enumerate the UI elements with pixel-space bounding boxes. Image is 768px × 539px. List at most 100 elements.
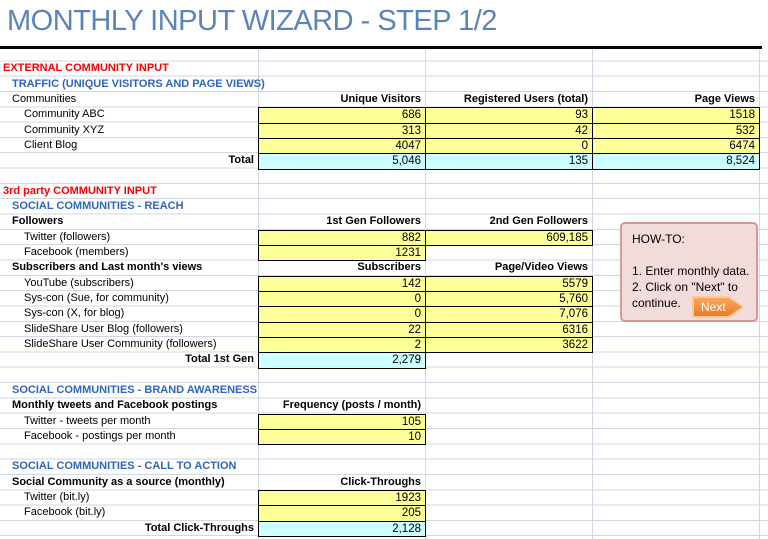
row-label: Client Blog	[24, 138, 78, 151]
input-cell-postings-per-month[interactable]: 10	[258, 428, 426, 446]
column-header-click-throughs: Click-Throughs	[340, 475, 421, 488]
group-label-followers: Followers	[12, 215, 64, 228]
input-cell-blog-unique-visitors[interactable]: 4047	[258, 137, 426, 155]
input-cell-syscon-x-subscribers[interactable]: 0	[258, 306, 426, 323]
row-label: Facebook - postings per month	[24, 429, 176, 442]
input-cell-facebook-clickthroughs[interactable]: 205	[258, 505, 426, 522]
input-cell-youtube-views[interactable]: 5579	[425, 275, 593, 292]
title-divider	[0, 46, 762, 49]
input-cell-twitter-2nd-gen[interactable]: 609,185	[425, 229, 593, 246]
total-label: Total	[228, 154, 254, 167]
howto-instructions: 1. Enter monthly data. 2. Click on "Next…	[632, 263, 756, 311]
title-bar: MONTHLY INPUT WIZARD - STEP 1/2	[0, 0, 762, 46]
table-row-slideshare-community: SlideShare User Community (followers) 2 …	[0, 336, 768, 354]
row-label: SlideShare User Community (followers)	[24, 337, 217, 350]
table-row-slideshare-blog: SlideShare User Blog (followers) 22 6316	[0, 321, 768, 338]
next-button-label[interactable]: Next	[694, 298, 742, 316]
column-header-subscribers: Subscribers	[357, 261, 421, 274]
input-cell-twitter-1st-gen[interactable]: 882	[258, 229, 426, 246]
howto-line-3: continue.	[632, 296, 681, 310]
next-button[interactable]: Next	[692, 296, 744, 318]
row-label: SlideShare User Blog (followers)	[24, 322, 183, 335]
input-cell-syscon-x-views[interactable]: 7,076	[425, 306, 593, 323]
cta-header-row: Social Community as a source (monthly) C…	[0, 475, 768, 490]
table-row-community-xyz: Community XYZ 313 42 532	[0, 122, 768, 139]
column-header-1st-gen-followers: 1st Gen Followers	[326, 215, 421, 228]
total-label: Total Click-Throughs	[144, 521, 254, 534]
row-label: Sys-con (Sue, for community)	[24, 292, 169, 304]
input-cell-tweets-per-month[interactable]: 105	[258, 413, 426, 430]
section-reach: SOCIAL COMMUNITIES - REACH	[0, 199, 768, 214]
section-brand-awareness: SOCIAL COMMUNITIES - BRAND AWARENESS	[0, 383, 768, 398]
group-label-communities: Communities	[12, 92, 77, 105]
input-cell-syscon-sue-views[interactable]: 5,760	[425, 291, 593, 308]
column-header-unique-visitors: Unique Visitors	[340, 92, 421, 105]
column-header-page-video-views: Page/Video Views	[494, 261, 588, 274]
brand-header-row: Monthly tweets and Facebook postings Fre…	[0, 398, 768, 413]
input-cell-abc-page-views[interactable]: 1518	[592, 107, 760, 124]
total-cell-registered-users: 135	[425, 153, 593, 170]
input-cell-youtube-subscribers[interactable]: 142	[258, 275, 426, 292]
row-label: Facebook (members)	[24, 246, 129, 258]
input-cell-slideshare-community-followers[interactable]: 2	[258, 336, 426, 354]
group-label-monthly-postings: Monthly tweets and Facebook postings	[12, 399, 218, 412]
subscribers-header-row: Subscribers and Last month's views Subsc…	[0, 260, 768, 275]
row-label: Twitter - tweets per month	[24, 414, 151, 427]
page-title: MONTHLY INPUT WIZARD - STEP 1/2	[7, 5, 497, 37]
section-external-community-input: EXTERNAL COMMUNITY INPUT	[0, 61, 768, 76]
input-cell-facebook-members[interactable]: 1231	[258, 245, 426, 262]
table-row-total-1st-gen: Total 1st Gen 2,279	[0, 352, 768, 369]
howto-line-2: 2. Click on "Next" to	[632, 280, 738, 294]
table-row-traffic-total: Total 5,046 135 8,524	[0, 153, 768, 170]
row-label: Facebook (bit.ly)	[24, 506, 106, 519]
total-cell-click-throughs: 2,128	[258, 520, 426, 537]
row-label: Community ABC	[24, 108, 105, 121]
input-cell-slideshare-community-views[interactable]: 3622	[425, 336, 593, 354]
input-cell-xyz-registered-users[interactable]: 42	[425, 122, 593, 139]
input-cell-abc-unique-visitors[interactable]: 686	[258, 107, 426, 124]
row-label: Twitter (bit.ly)	[24, 491, 90, 503]
subsection-heading: TRAFFIC (UNIQUE VISITORS AND PAGE VIEWS)	[12, 77, 265, 90]
input-cell-slideshare-blog-followers[interactable]: 22	[258, 321, 426, 338]
group-label-subscribers: Subscribers and Last month's views	[12, 261, 203, 274]
howto-title: HOW-TO:	[632, 232, 685, 246]
input-cell-syscon-sue-subscribers[interactable]: 0	[258, 291, 426, 308]
table-row-total-click-throughs: Total Click-Throughs 2,128	[0, 520, 768, 537]
table-row-client-blog: Client Blog 4047 0 6474	[0, 137, 768, 155]
input-cell-blog-page-views[interactable]: 6474	[592, 137, 760, 155]
table-row-community-abc: Community ABC 686 93 1518	[0, 107, 768, 124]
input-cell-blog-registered-users[interactable]: 0	[425, 137, 593, 155]
table-row-facebook-postings: Facebook - postings per month 10	[0, 428, 768, 446]
section-3rd-party-input: 3rd party COMMUNITY INPUT	[0, 184, 768, 199]
total-label: Total 1st Gen	[185, 353, 254, 366]
section-traffic: TRAFFIC (UNIQUE VISITORS AND PAGE VIEWS)	[0, 77, 768, 92]
input-cell-xyz-page-views[interactable]: 532	[592, 122, 760, 139]
input-cell-slideshare-blog-views[interactable]: 6316	[425, 321, 593, 338]
followers-header-row: Followers 1st Gen Followers 2nd Gen Foll…	[0, 214, 768, 229]
input-cell-twitter-clickthroughs[interactable]: 1923	[258, 490, 426, 507]
section-call-to-action: SOCIAL COMMUNITIES - CALL TO ACTION	[0, 459, 768, 474]
traffic-header-row: Communities Unique Visitors Registered U…	[0, 92, 768, 107]
total-cell-page-views: 8,524	[592, 153, 760, 170]
group-label-social-source: Social Community as a source (monthly)	[12, 475, 225, 488]
subsection-heading: SOCIAL COMMUNITIES - BRAND AWARENESS	[12, 383, 258, 396]
section-heading: 3rd party COMMUNITY INPUT	[3, 184, 157, 197]
subsection-heading: SOCIAL COMMUNITIES - REACH	[12, 200, 184, 213]
row-label: YouTube (subscribers)	[24, 276, 134, 289]
row-label: Twitter (followers)	[24, 230, 111, 243]
howto-line-1: 1. Enter monthly data.	[632, 264, 750, 278]
table-row-facebook-members: Facebook (members) 1231	[0, 245, 768, 262]
table-row-facebook-bitly: Facebook (bit.ly) 205	[0, 505, 768, 522]
input-cell-abc-registered-users[interactable]: 93	[425, 107, 593, 124]
howto-box: HOW-TO: 1. Enter monthly data. 2. Click …	[620, 222, 758, 322]
column-header-page-views: Page Views	[694, 92, 755, 105]
column-header-2nd-gen-followers: 2nd Gen Followers	[489, 215, 588, 228]
table-row-twitter-bitly: Twitter (bit.ly) 1923	[0, 490, 768, 507]
input-cell-xyz-unique-visitors[interactable]: 313	[258, 122, 426, 139]
section-heading: EXTERNAL COMMUNITY INPUT	[3, 62, 169, 75]
column-header-registered-users: Registered Users (total)	[463, 92, 588, 105]
row-label: Community XYZ	[24, 123, 105, 136]
subsection-heading: SOCIAL COMMUNITIES - CALL TO ACTION	[12, 460, 237, 473]
total-cell-1st-gen: 2,279	[258, 352, 426, 369]
